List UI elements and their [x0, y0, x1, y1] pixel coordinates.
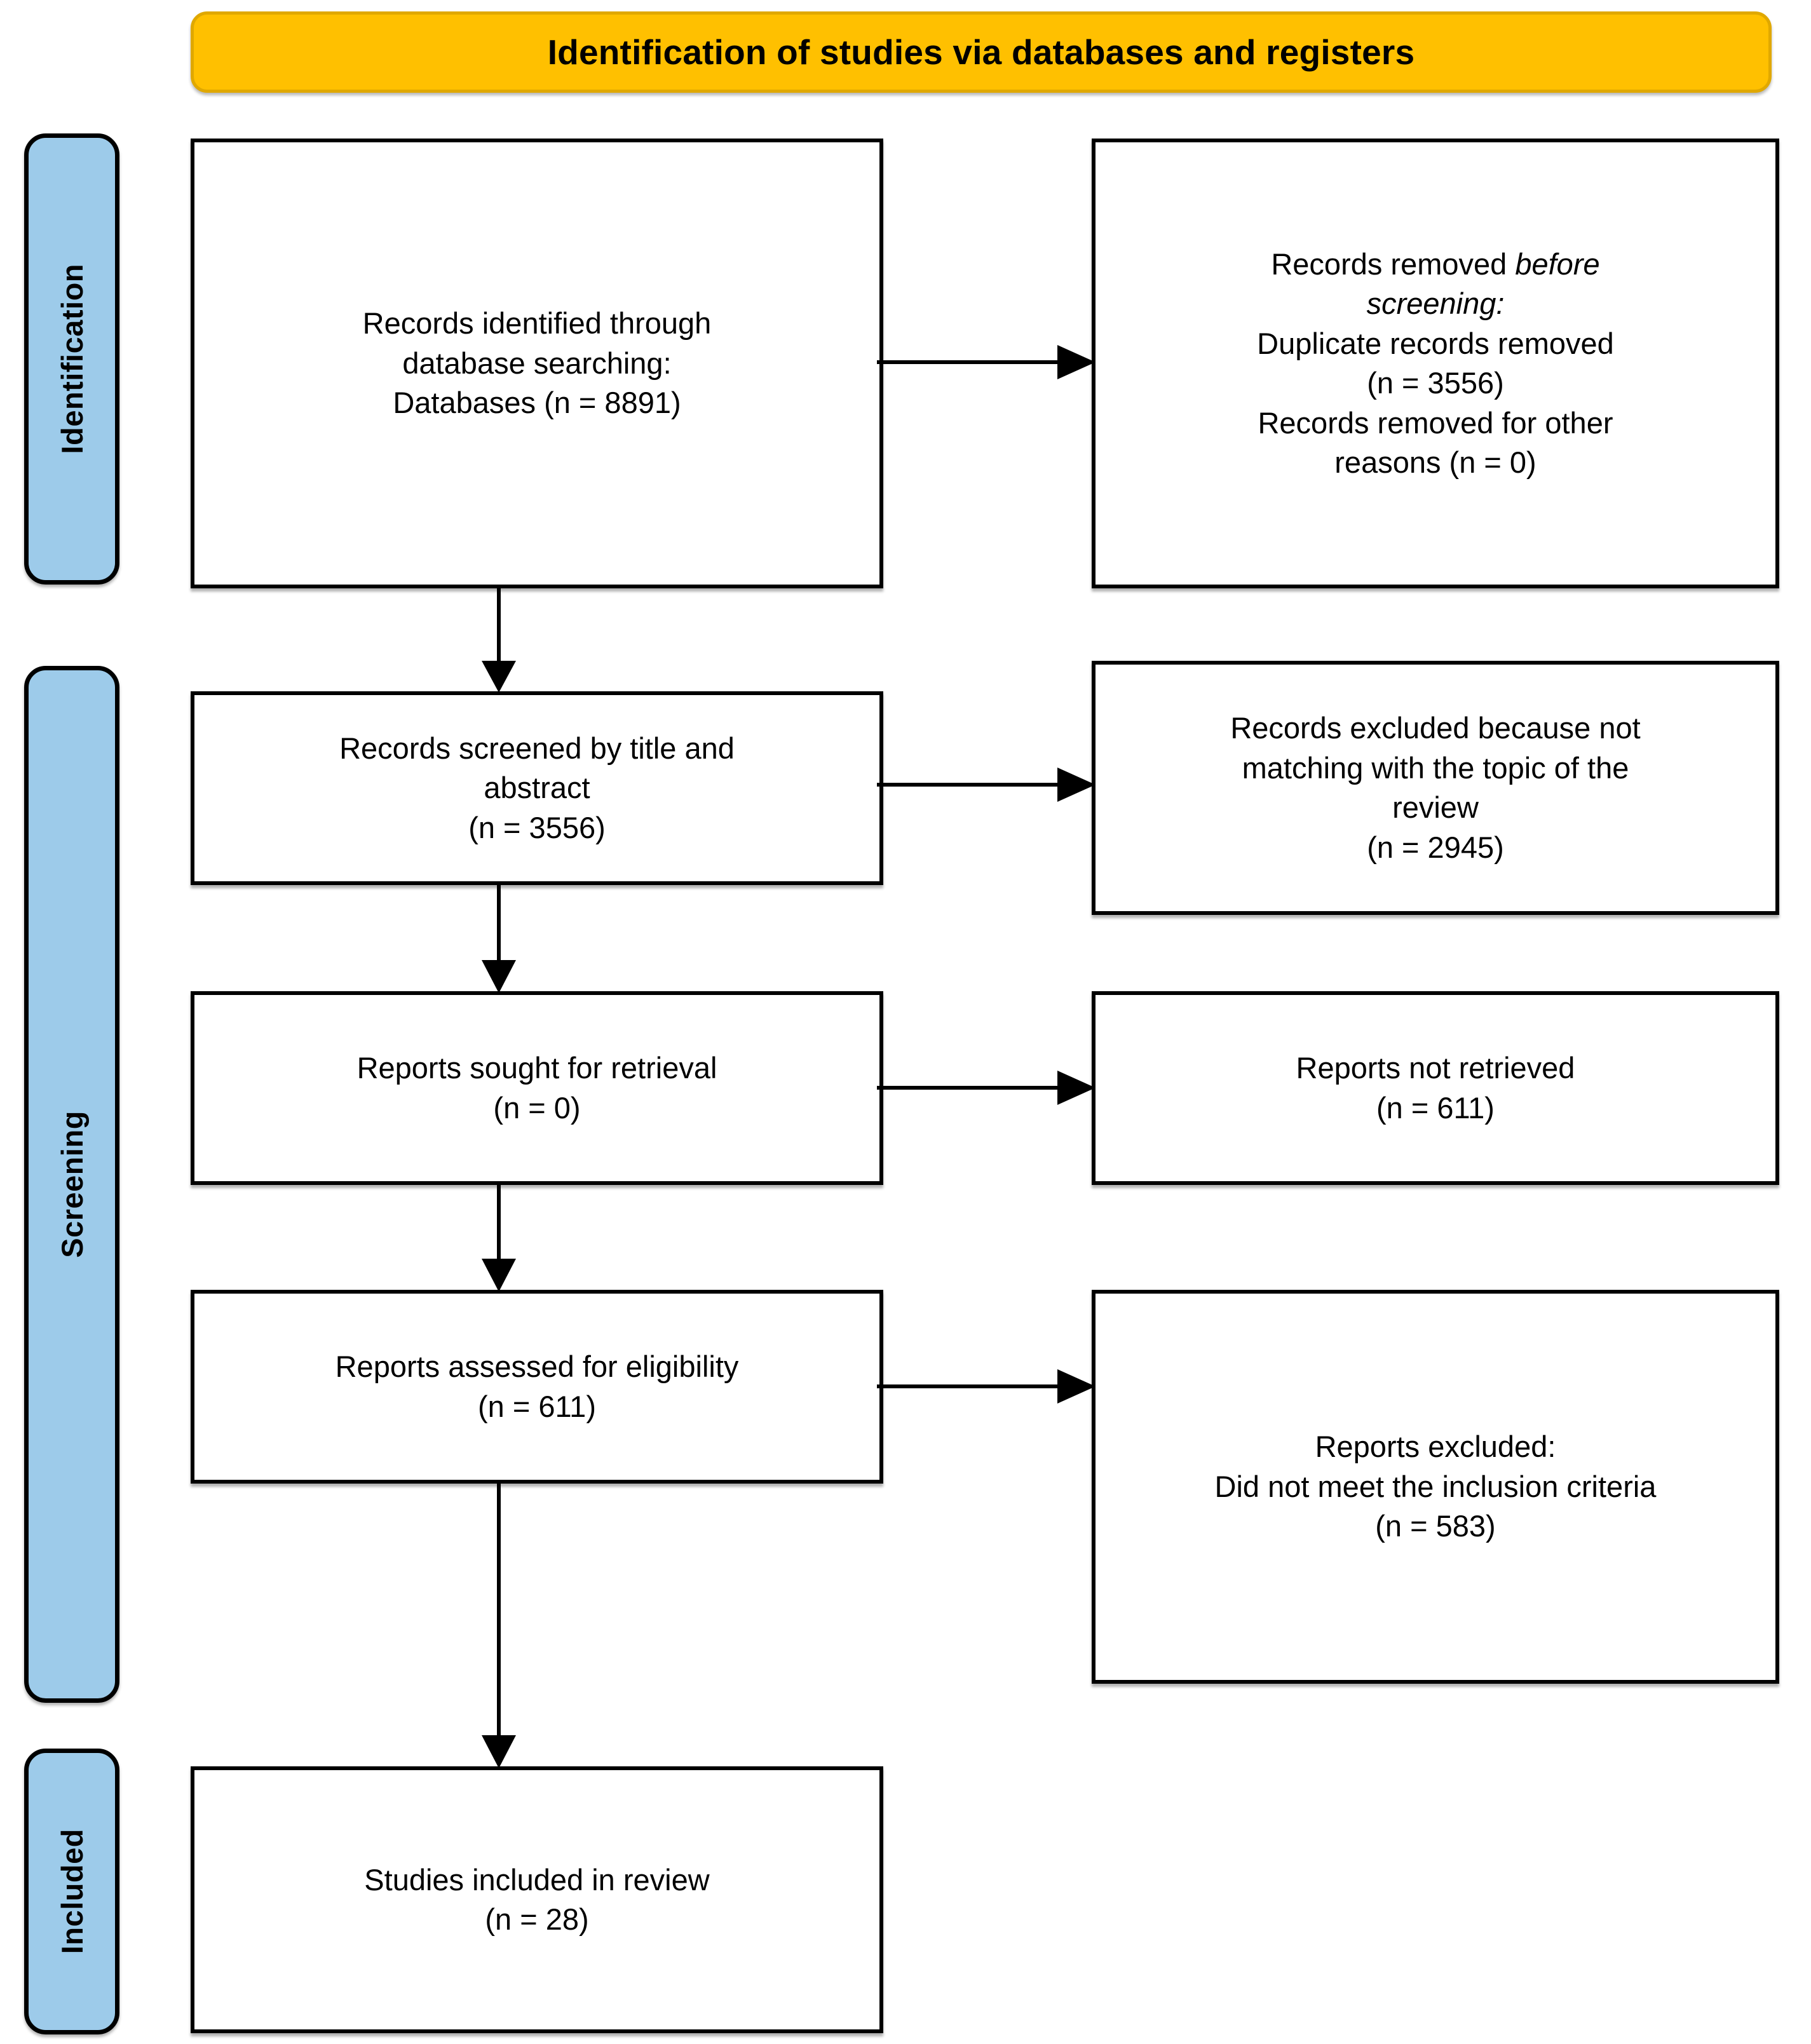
- arrow-screened-to-excluded-topic: [877, 768, 1095, 802]
- box-reports-not-retrieved-text: Reports not retrieved (n = 611): [1281, 1048, 1591, 1128]
- box-records-screened: Records screened by title and abstract (…: [191, 691, 883, 885]
- box-studies-included-text: Studies included in review (n = 28): [349, 1860, 724, 1940]
- box-reports-sought-retrieval: Reports sought for retrieval (n = 0): [191, 991, 883, 1185]
- stage-label-screening: Screening: [55, 1111, 89, 1258]
- records-identified-line2: database searching:: [402, 346, 672, 380]
- arrow-assessed-to-included: [482, 1481, 516, 1768]
- records-removed-line2-italic: screening: [1366, 287, 1496, 320]
- stage-label-included: Included: [55, 1829, 89, 1954]
- box-reports-assessed-text: Reports assessed for eligibility (n = 61…: [320, 1347, 754, 1426]
- records-identified-line3: Databases (n = 8891): [393, 386, 681, 420]
- box-records-identified: Records identified through database sear…: [191, 139, 883, 588]
- box-reports-excluded-criteria: Reports excluded: Did not meet the inclu…: [1092, 1290, 1779, 1684]
- stage-label-identification: Identification: [55, 264, 89, 454]
- reports-not-retrieved-line1: Reports not retrieved: [1296, 1051, 1575, 1085]
- records-removed-line6: reasons (n = 0): [1334, 445, 1536, 479]
- box-studies-included-review: Studies included in review (n = 28): [191, 1766, 883, 2033]
- excluded-criteria-line3: (n = 583): [1375, 1509, 1496, 1543]
- box-records-excluded-topic-text: Records excluded because not matching wi…: [1215, 708, 1655, 867]
- excluded-topic-line1: Records excluded because not: [1230, 711, 1641, 745]
- studies-included-line1: Studies included in review: [364, 1862, 710, 1897]
- excluded-criteria-line2: Did not meet the inclusion criteria: [1214, 1469, 1657, 1503]
- records-removed-line1-prefix: Records removed: [1271, 247, 1516, 281]
- excluded-topic-line2: matching with the topic of the: [1242, 750, 1629, 785]
- diagram-header-banner: Identification of studies via databases …: [191, 11, 1772, 93]
- stage-bar-included: Included: [24, 1749, 119, 2034]
- records-removed-line4: (n = 3556): [1367, 366, 1504, 400]
- box-records-identified-text: Records identified through database sear…: [348, 304, 727, 423]
- diagram-title: Identification of studies via databases …: [547, 32, 1415, 72]
- box-records-excluded-topic: Records excluded because not matching wi…: [1092, 661, 1779, 915]
- box-records-screened-text: Records screened by title and abstract (…: [324, 729, 750, 848]
- excluded-topic-line4: (n = 2945): [1367, 830, 1504, 864]
- stage-bar-screening: Screening: [24, 666, 119, 1703]
- records-removed-line5: Records removed for other: [1258, 405, 1613, 440]
- arrow-screened-to-sought: [482, 883, 516, 993]
- reports-sought-line2: (n = 0): [493, 1090, 581, 1125]
- records-screened-line3: (n = 3556): [468, 810, 606, 844]
- arrow-sought-to-not-retrieved: [877, 1071, 1095, 1105]
- reports-not-retrieved-line2: (n = 611): [1376, 1090, 1495, 1125]
- records-removed-line2-suffix: :: [1496, 287, 1505, 320]
- records-identified-line1: Records identified through: [362, 306, 712, 341]
- arrow-identified-to-screened: [482, 586, 516, 693]
- excluded-criteria-line1: Reports excluded:: [1315, 1430, 1556, 1464]
- stage-bar-identification: Identification: [24, 133, 119, 585]
- excluded-topic-line3: review: [1392, 790, 1479, 824]
- records-screened-line2: abstract: [484, 771, 590, 805]
- arrow-identified-to-removed: [877, 345, 1095, 379]
- box-reports-sought-text: Reports sought for retrieval (n = 0): [342, 1048, 733, 1128]
- reports-assessed-line1: Reports assessed for eligibility: [335, 1350, 739, 1383]
- reports-sought-line1: Reports sought for retrieval: [356, 1051, 717, 1085]
- records-removed-line1-italic: before: [1515, 247, 1600, 281]
- box-records-removed-text: Records removed before screening: Duplic…: [1242, 245, 1629, 483]
- studies-included-line2: (n = 28): [485, 1902, 589, 1936]
- box-reports-assessed-eligibility: Reports assessed for eligibility (n = 61…: [191, 1290, 883, 1484]
- box-reports-excluded-criteria-text: Reports excluded: Did not meet the inclu…: [1200, 1427, 1672, 1547]
- box-records-removed-before-screening: Records removed before screening: Duplic…: [1092, 139, 1779, 588]
- box-reports-not-retrieved: Reports not retrieved (n = 611): [1092, 991, 1779, 1185]
- records-screened-line1: Records screened by title and: [339, 731, 735, 765]
- arrow-assessed-to-excluded-criteria: [877, 1369, 1095, 1404]
- reports-assessed-line2: (n = 611): [478, 1389, 596, 1423]
- arrow-sought-to-assessed: [482, 1182, 516, 1292]
- records-removed-line3: Duplicate records removed: [1257, 326, 1614, 360]
